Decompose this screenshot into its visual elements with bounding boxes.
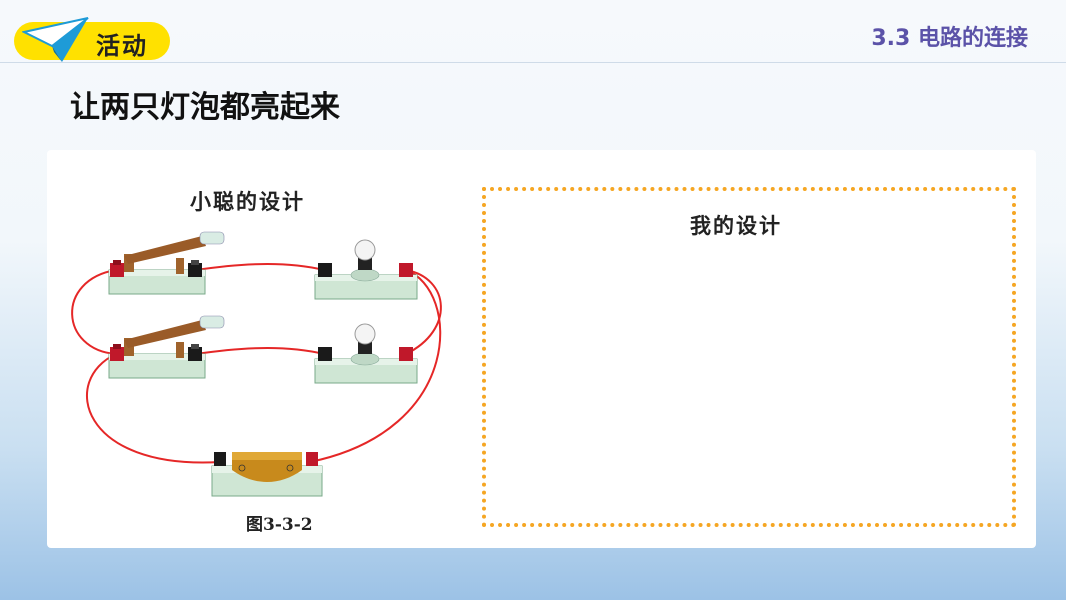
my-design-label: 我的设计 <box>690 213 782 238</box>
bulb-icon <box>314 239 418 300</box>
my-design-area[interactable] <box>482 187 1016 527</box>
section-title: 3.3 电路的连接 <box>871 26 1028 51</box>
activity-title: 让两只灯泡都亮起来 <box>70 90 340 125</box>
battery-icon <box>211 452 323 497</box>
switch-icon <box>108 231 225 295</box>
xiaocong-design-label: 小聪的设计 <box>190 189 305 214</box>
badge-label: 活动 <box>96 32 148 60</box>
wires <box>71 263 442 464</box>
switch-icon <box>108 315 225 379</box>
figure-caption: 图3-3-2 <box>246 515 313 535</box>
header-divider <box>0 62 1066 63</box>
circuit-diagram <box>71 231 442 497</box>
bulb-icon <box>314 323 418 384</box>
paper-plane-icon <box>22 17 89 62</box>
